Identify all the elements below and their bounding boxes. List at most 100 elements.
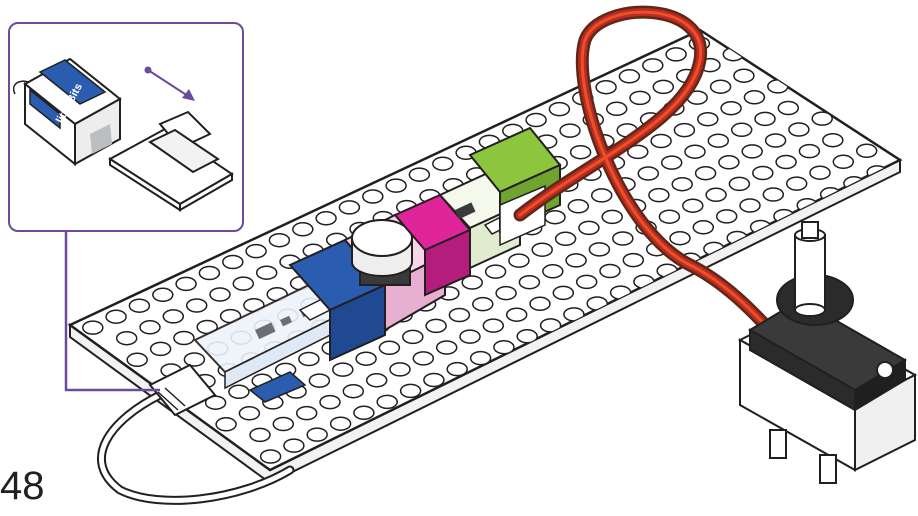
board-hole: [638, 167, 658, 180]
board-hole: [545, 211, 565, 224]
board-hole: [613, 232, 633, 245]
board-hole: [320, 396, 340, 409]
board-hole: [437, 341, 457, 354]
board-hole: [199, 267, 219, 280]
board-hole: [723, 48, 743, 61]
board-hole: [471, 352, 491, 365]
board-hole: [449, 309, 469, 322]
board-hole: [708, 134, 728, 147]
board-hole: [483, 319, 503, 332]
board-hole: [339, 201, 359, 214]
board-hole: [331, 417, 351, 430]
board-hole: [619, 70, 639, 83]
board-hole: [257, 266, 277, 279]
board-hole: [659, 210, 679, 223]
board-hole: [316, 212, 336, 225]
board-hole: [592, 189, 612, 202]
board-hole: [223, 256, 243, 269]
board-hole: [509, 254, 529, 267]
board-hole: [233, 277, 253, 290]
board-hole: [426, 319, 446, 332]
board-hole: [273, 418, 293, 431]
board-hole: [413, 352, 433, 365]
board-hole: [354, 406, 374, 419]
board-hole: [176, 277, 196, 290]
board-hole: [643, 59, 663, 72]
board-hole: [734, 69, 754, 82]
board-hole: [600, 265, 620, 278]
board-hole: [812, 112, 832, 125]
board-hole: [129, 299, 149, 312]
board-hole: [753, 167, 773, 180]
board-hole: [810, 166, 830, 179]
board-hole: [776, 156, 796, 169]
board-hole: [721, 102, 741, 115]
board-hole: [532, 243, 552, 256]
board-hole: [309, 374, 329, 387]
board-hole: [577, 275, 597, 288]
board-hole: [763, 188, 783, 201]
board-hole: [363, 190, 383, 203]
board-hole: [333, 363, 353, 376]
board-hole: [184, 353, 204, 366]
board-hole: [386, 179, 406, 192]
board-hole: [379, 341, 399, 354]
board-hole: [778, 102, 798, 115]
board-hole: [662, 156, 682, 169]
board-hole: [768, 80, 788, 93]
board-hole: [666, 48, 686, 61]
board-hole: [163, 310, 183, 323]
board-hole: [823, 134, 843, 147]
board-hole: [696, 167, 716, 180]
board-hole: [377, 395, 397, 408]
board-hole: [717, 210, 737, 223]
board-hole: [589, 243, 609, 256]
board-hole: [356, 352, 376, 365]
board-hole: [367, 374, 387, 387]
board-hole: [651, 135, 671, 148]
board-hole: [732, 123, 752, 136]
board-hole: [719, 156, 739, 169]
battery-inset: littleBits: [8, 22, 244, 232]
board-hole: [507, 308, 527, 321]
board-hole: [127, 353, 147, 366]
board-hole: [729, 177, 749, 190]
board-hole: [106, 310, 126, 323]
board-hole: [250, 428, 270, 441]
board-hole: [486, 265, 506, 278]
board-hole: [519, 276, 539, 289]
board-hole: [210, 288, 230, 301]
board-hole: [556, 232, 576, 245]
board-hole: [549, 103, 569, 116]
board-hole: [409, 168, 429, 181]
board-hole: [460, 330, 480, 343]
board-hole: [543, 265, 563, 278]
board-hole: [307, 428, 327, 441]
board-hole: [566, 254, 586, 267]
board-hole: [343, 385, 363, 398]
board-hole: [683, 199, 703, 212]
board-hole: [117, 332, 137, 345]
board-hole: [174, 332, 194, 345]
board-hole: [403, 330, 423, 343]
board-hole: [261, 450, 281, 463]
board-hole: [653, 80, 673, 93]
board-hole: [424, 374, 444, 387]
board-hole: [674, 124, 694, 137]
board-hole: [216, 418, 236, 431]
board-hole: [447, 363, 467, 376]
board-hole: [496, 287, 516, 300]
board-hole: [433, 157, 453, 170]
board-hole: [239, 407, 259, 420]
board-hole: [530, 297, 550, 310]
board-hole: [246, 245, 266, 258]
board-hole: [571, 146, 591, 159]
board-hole: [151, 342, 171, 355]
board-hole: [579, 221, 599, 234]
board-hole: [284, 439, 304, 452]
board-hole: [649, 189, 669, 202]
board-hole: [568, 200, 588, 213]
page-number: 48: [0, 466, 45, 506]
board-hole: [83, 321, 103, 334]
